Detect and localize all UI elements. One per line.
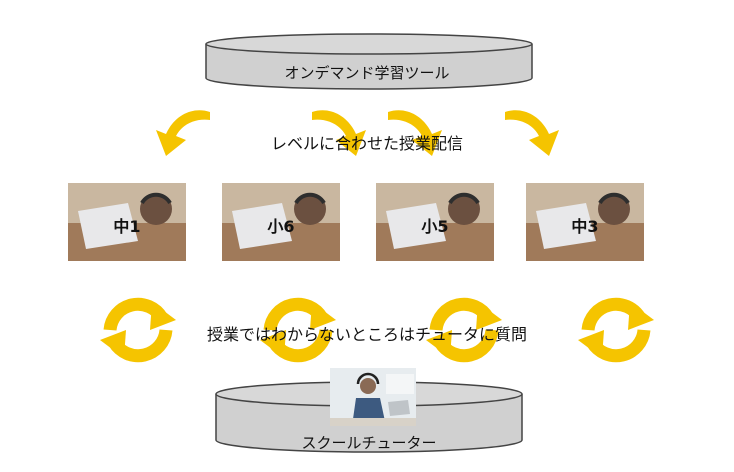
grade-label: 中1: [113, 217, 141, 236]
bottom-cylinder-label: スクールチューター: [301, 434, 437, 452]
top-cylinder-label: オンデマンド学習ツール: [284, 64, 450, 82]
question-caption: 授業ではわからないところはチュータに質問: [206, 325, 527, 344]
lesson-thumbnail-3[interactable]: 小5: [376, 183, 494, 261]
lesson-thumbnail-4[interactable]: 中3: [526, 183, 644, 261]
top-cylinder: [205, 33, 533, 90]
delivery-caption: レベルに合わせた授業配信: [270, 134, 463, 153]
lesson-thumbnail-1[interactable]: 中1: [68, 183, 186, 261]
lesson-thumbnail-2[interactable]: 小6: [222, 183, 340, 261]
grade-label: 中3: [571, 217, 599, 236]
grade-label: 小6: [267, 217, 295, 236]
grade-label: 小5: [421, 217, 449, 236]
tutor-photo: [330, 368, 416, 426]
